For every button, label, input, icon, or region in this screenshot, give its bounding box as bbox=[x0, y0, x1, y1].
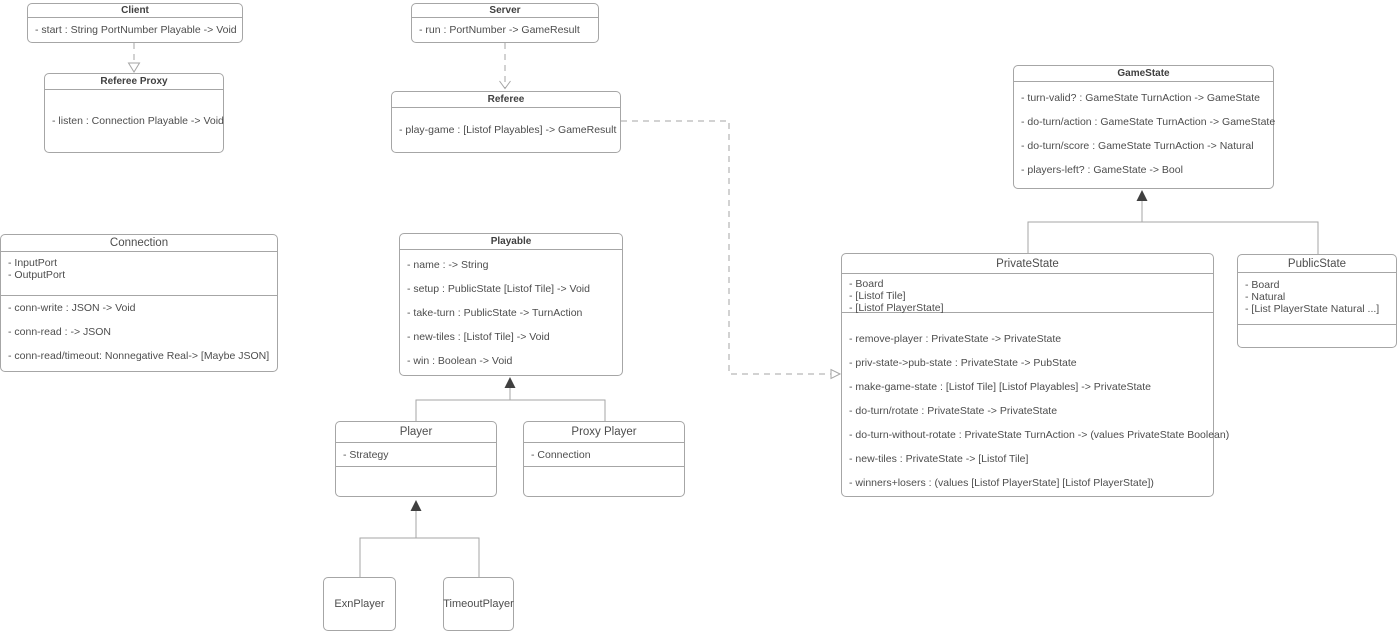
method-line: - do-turn/score : GameState TurnAction -… bbox=[1021, 140, 1254, 152]
class-server[interactable]: Server - run : PortNumber -> GameResult bbox=[411, 3, 599, 43]
class-gamestate-methods: - turn-valid? : GameState TurnAction -> … bbox=[1014, 82, 1276, 182]
class-client-title: Client bbox=[28, 4, 242, 18]
attribute-line: - Board bbox=[849, 278, 884, 290]
class-proxy-player-title: Proxy Player bbox=[524, 422, 684, 443]
class-referee-proxy-methods: - listen : Connection Playable -> Void bbox=[45, 90, 224, 152]
class-player-attributes: - Strategy bbox=[336, 443, 496, 467]
attribute-line: - [List PlayerState Natural ...] bbox=[1245, 303, 1380, 315]
class-server-title: Server bbox=[412, 4, 598, 18]
subplayers-to-player-tree bbox=[359, 537, 480, 577]
attribute-line: - Natural bbox=[1245, 291, 1286, 303]
class-player[interactable]: Player - Strategy bbox=[335, 421, 497, 497]
method-line: - do-turn-without-rotate : PrivateState … bbox=[849, 429, 1230, 441]
method-line: - do-turn/action : GameState TurnAction … bbox=[1021, 116, 1276, 128]
method-line: - name : -> String bbox=[407, 259, 489, 271]
class-playable[interactable]: Playable - name : -> String - setup : Pu… bbox=[399, 233, 623, 376]
class-publicstate-attributes: - Board - Natural - [List PlayerState Na… bbox=[1238, 273, 1396, 325]
method-line: - take-turn : PublicState -> TurnAction bbox=[407, 307, 583, 319]
filled-arrowhead-gamestate bbox=[1136, 190, 1148, 201]
class-connection-methods: - conn-write : JSON -> Void - conn-read … bbox=[1, 296, 277, 368]
method-line: - win : Boolean -> Void bbox=[407, 355, 513, 367]
class-client[interactable]: Client - start : String PortNumber Playa… bbox=[27, 3, 243, 43]
method-line: - start : String PortNumber Playable -> … bbox=[35, 24, 237, 36]
class-connection[interactable]: Connection - InputPort - OutputPort - co… bbox=[0, 234, 278, 372]
class-proxy-player[interactable]: Proxy Player - Connection bbox=[523, 421, 685, 497]
method-line: - conn-write : JSON -> Void bbox=[8, 302, 136, 314]
method-line: - make-game-state : [Listof Tile] [Listo… bbox=[849, 381, 1152, 393]
attribute-line: - Connection bbox=[531, 448, 591, 461]
referee-to-privatestate-connector bbox=[621, 120, 831, 375]
class-gamestate[interactable]: GameState - turn-valid? : GameState Turn… bbox=[1013, 65, 1276, 189]
method-line: - listen : Connection Playable -> Void bbox=[52, 115, 224, 127]
method-line: - conn-read : -> JSON bbox=[8, 326, 111, 338]
method-line: - play-game : [Listof Playables] -> Game… bbox=[399, 124, 617, 136]
class-playable-methods: - name : -> String - setup : PublicState… bbox=[400, 250, 622, 373]
method-line: - remove-player : PrivateState -> Privat… bbox=[849, 333, 1062, 345]
class-referee[interactable]: Referee - play-game : [Listof Playables]… bbox=[391, 91, 621, 153]
class-privatestate[interactable]: PrivateState - Board - [Listof Tile] - [… bbox=[841, 253, 1230, 497]
filled-arrowhead-playable bbox=[504, 377, 516, 388]
attribute-line: - [Listof Tile] bbox=[849, 290, 906, 302]
attribute-line: - Board bbox=[1245, 279, 1280, 291]
method-line: - conn-read/timeout: Nonnegative Real-> … bbox=[8, 350, 270, 362]
class-player-methods-empty bbox=[336, 467, 496, 496]
method-line: - setup : PublicState [Listof Tile] -> V… bbox=[407, 283, 590, 295]
class-publicstate[interactable]: PublicState - Board - Natural - [List Pl… bbox=[1237, 254, 1397, 348]
class-server-methods: - run : PortNumber -> GameResult bbox=[412, 18, 598, 42]
open-arrowhead-referee bbox=[499, 80, 511, 90]
method-line: - priv-state->pub-state : PrivateState -… bbox=[849, 357, 1077, 369]
class-publicstate-title: PublicState bbox=[1238, 255, 1396, 273]
method-line: - players-left? : GameState -> Bool bbox=[1021, 164, 1183, 176]
filled-arrowhead-player bbox=[410, 500, 422, 511]
class-referee-title: Referee bbox=[392, 92, 620, 108]
method-line: - run : PortNumber -> GameResult bbox=[419, 24, 580, 36]
class-player-title: Player bbox=[336, 422, 496, 443]
class-timeoutplayer[interactable]: TimeoutPlayer bbox=[443, 577, 514, 631]
class-playable-title: Playable bbox=[400, 234, 622, 250]
class-exnplayer-title: ExnPlayer bbox=[334, 598, 385, 610]
class-proxy-player-methods-empty bbox=[524, 467, 684, 496]
class-referee-methods: - play-game : [Listof Playables] -> Game… bbox=[392, 108, 620, 152]
class-referee-proxy-title: Referee Proxy bbox=[45, 74, 223, 90]
class-timeoutplayer-title: TimeoutPlayer bbox=[443, 598, 514, 610]
class-connection-title: Connection bbox=[1, 235, 277, 252]
class-referee-proxy[interactable]: Referee Proxy - listen : Connection Play… bbox=[44, 73, 224, 153]
method-line: - turn-valid? : GameState TurnAction -> … bbox=[1021, 92, 1260, 104]
hollow-arrowhead-privatestate bbox=[830, 368, 842, 380]
class-privatestate-title: PrivateState bbox=[842, 254, 1213, 274]
method-line: - new-tiles : [Listof Tile] -> Void bbox=[407, 331, 550, 343]
class-connection-attributes: - InputPort - OutputPort bbox=[1, 252, 277, 296]
class-privatestate-methods: - remove-player : PrivateState -> Privat… bbox=[842, 313, 1230, 495]
attribute-line: - [Listof PlayerState] bbox=[849, 302, 944, 314]
class-privatestate-attributes: - Board - [Listof Tile] - [Listof Player… bbox=[842, 274, 1213, 314]
class-proxy-player-attributes: - Connection bbox=[524, 443, 684, 467]
method-line: - do-turn/rotate : PrivateState -> Priva… bbox=[849, 405, 1058, 417]
method-line: - new-tiles : PrivateState -> [Listof Ti… bbox=[849, 453, 1029, 465]
class-exnplayer[interactable]: ExnPlayer bbox=[323, 577, 396, 631]
class-gamestate-title: GameState bbox=[1014, 66, 1273, 82]
class-publicstate-methods-empty bbox=[1238, 325, 1396, 347]
attribute-line: - Strategy bbox=[343, 448, 389, 461]
hollow-arrowhead-refereeproxy bbox=[127, 62, 141, 73]
class-client-methods: - start : String PortNumber Playable -> … bbox=[28, 18, 242, 42]
states-to-gamestate-tree bbox=[1027, 221, 1319, 254]
attribute-line: - InputPort bbox=[8, 257, 58, 269]
method-line: - winners+losers : (values [Listof Playe… bbox=[849, 477, 1154, 489]
players-to-playable-tree bbox=[415, 399, 606, 421]
attribute-line: - OutputPort bbox=[8, 269, 66, 281]
